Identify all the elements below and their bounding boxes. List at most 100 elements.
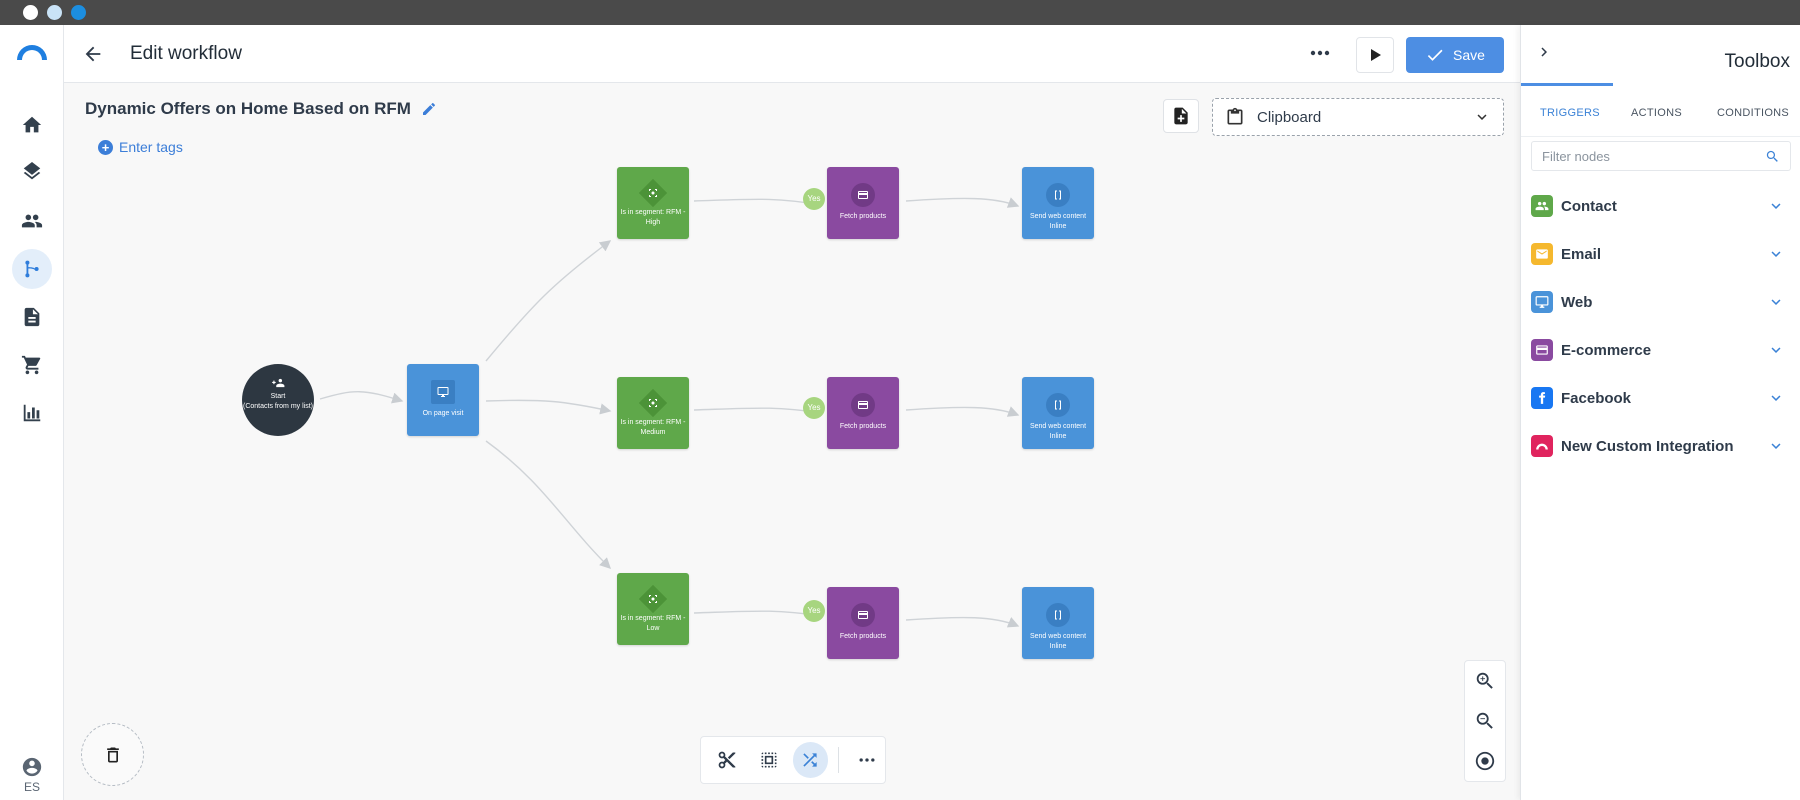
delete-dropzone[interactable] — [81, 723, 144, 786]
workflow-name-text: Dynamic Offers on Home Based on RFM — [85, 99, 411, 118]
filter-nodes-field — [1531, 141, 1791, 171]
card-icon — [851, 603, 875, 627]
send-web-content-label-low: Send web content Inline — [1029, 633, 1087, 650]
enter-tags-link[interactable]: + Enter tags — [98, 139, 183, 155]
toolbox-title: Toolbox — [1724, 51, 1791, 72]
category-custom-integration-label: New Custom Integration — [1561, 437, 1734, 455]
back-arrow-icon[interactable] — [82, 43, 104, 65]
chevron-down-icon — [1473, 108, 1491, 126]
category-facebook-label: Facebook — [1561, 389, 1632, 407]
workflow-canvas[interactable]: Dynamic Offers on Home Based on RFM + En… — [64, 83, 1520, 800]
segment-high-node[interactable]: Is in segment: RFM - High — [617, 167, 689, 239]
category-web-label: Web — [1561, 293, 1593, 311]
category-ecommerce[interactable]: E-commerce — [1531, 335, 1791, 365]
yes-badge-low: Yes — [803, 600, 825, 622]
monitor-icon — [1531, 291, 1553, 313]
select-area-icon[interactable] — [751, 742, 787, 778]
send-web-content-node-medium[interactable]: Send web content Inline — [1022, 377, 1094, 449]
envelope-icon — [1531, 243, 1553, 265]
segment-medium-node[interactable]: Is in segment: RFM - Medium — [617, 377, 689, 449]
link-visit-to-high — [485, 240, 612, 362]
note-add-icon — [1174, 107, 1188, 125]
brackets-icon — [1046, 183, 1070, 207]
card-icon — [851, 183, 875, 207]
clipboard-dropdown[interactable]: Clipboard — [1212, 98, 1504, 136]
send-web-content-label-high: Send web content Inline — [1029, 213, 1087, 230]
chevron-right-icon[interactable] — [1535, 43, 1553, 61]
user-account[interactable]: ES — [12, 756, 52, 794]
pencil-icon[interactable] — [421, 101, 437, 117]
link-fetch-to-send-medium — [905, 406, 1020, 417]
run-workflow-button[interactable] — [1356, 37, 1394, 73]
page-header: Edit workflow Save — [64, 25, 1520, 83]
segment-icon — [638, 584, 668, 614]
scissors-icon[interactable] — [709, 742, 745, 778]
segment-low-node[interactable]: Is in segment: RFM - Low — [617, 573, 689, 645]
category-custom-integration[interactable]: New Custom Integration — [1531, 431, 1791, 461]
category-contact-label: Contact — [1561, 197, 1617, 215]
category-email[interactable]: Email — [1531, 239, 1791, 269]
reports-icon[interactable] — [12, 393, 52, 433]
category-ecommerce-label: E-commerce — [1561, 341, 1652, 359]
send-web-content-node-high[interactable]: Send web content Inline — [1022, 167, 1094, 239]
link-visit-to-low — [485, 440, 612, 569]
shuffle-icon[interactable] — [792, 742, 829, 778]
on-page-visit-node[interactable]: On page visit — [407, 364, 479, 436]
add-contacts-icon — [272, 378, 285, 388]
zoom-out-icon[interactable] — [1474, 710, 1498, 734]
toolbox-tabs: TRIGGERS ACTIONS CONDITIONS — [1521, 83, 1800, 137]
toolbox-panel: Toolbox TRIGGERS ACTIONS CONDITIONS Cont… — [1520, 25, 1800, 800]
add-note-button[interactable] — [1163, 99, 1199, 133]
send-web-content-node-low[interactable]: Send web content Inline — [1022, 587, 1094, 659]
card-icon — [1531, 339, 1553, 361]
workflows-icon[interactable] — [12, 249, 52, 289]
chevron-down-icon — [1767, 293, 1785, 311]
start-node[interactable]: Start (Contacts from my list) — [242, 364, 314, 436]
fetch-products-label-medium: Fetch products — [839, 423, 887, 430]
search-icon[interactable] — [1765, 149, 1780, 164]
layers-icon[interactable] — [12, 153, 52, 193]
fetch-products-node-low[interactable]: Fetch products — [827, 587, 899, 659]
zoom-in-icon[interactable] — [1474, 670, 1498, 694]
contacts-icon[interactable] — [12, 201, 52, 241]
yes-badge-high: Yes — [803, 188, 825, 210]
trash-icon — [106, 747, 119, 762]
save-button[interactable]: Save — [1406, 37, 1504, 73]
start-node-sublabel: (Contacts from my list) — [242, 403, 313, 410]
window-maximize-dot[interactable] — [71, 5, 86, 20]
tab-actions[interactable]: ACTIONS — [1631, 107, 1682, 119]
center-view-icon[interactable] — [1474, 750, 1498, 774]
category-contact[interactable]: Contact — [1531, 191, 1791, 221]
category-facebook[interactable]: Facebook — [1531, 383, 1791, 413]
filter-nodes-input[interactable] — [1532, 142, 1752, 170]
window-minimize-dot[interactable] — [47, 5, 62, 20]
more-options-icon[interactable] — [1307, 42, 1333, 64]
category-web[interactable]: Web — [1531, 287, 1791, 317]
chevron-down-icon — [1767, 389, 1785, 407]
app-logo[interactable] — [17, 45, 47, 60]
integration-icon — [1531, 435, 1553, 457]
fetch-products-node-medium[interactable]: Fetch products — [827, 377, 899, 449]
zoom-controls — [1464, 660, 1506, 782]
check-icon — [1427, 49, 1443, 61]
save-button-label: Save — [1453, 47, 1485, 63]
brackets-icon — [1046, 603, 1070, 627]
start-node-label: Start — [270, 393, 286, 400]
brackets-icon — [1046, 393, 1070, 417]
chevron-down-icon — [1767, 341, 1785, 359]
fetch-products-label-low: Fetch products — [839, 633, 887, 640]
window-close-dot[interactable] — [23, 5, 38, 20]
tab-conditions[interactable]: CONDITIONS — [1717, 107, 1790, 119]
tab-triggers[interactable]: TRIGGERS — [1540, 107, 1600, 119]
cart-icon[interactable] — [12, 345, 52, 385]
link-visit-to-medium — [485, 399, 612, 415]
segment-high-label: Is in segment: RFM - High — [620, 209, 686, 226]
segment-low-label: Is in segment: RFM - Low — [620, 615, 686, 632]
document-icon[interactable] — [12, 297, 52, 337]
enter-tags-label: Enter tags — [119, 139, 183, 155]
home-icon[interactable] — [12, 105, 52, 145]
monitor-icon — [431, 380, 455, 404]
toolbar-separator — [838, 747, 840, 773]
fetch-products-node-high[interactable]: Fetch products — [827, 167, 899, 239]
more-horizontal-icon[interactable] — [849, 742, 885, 778]
